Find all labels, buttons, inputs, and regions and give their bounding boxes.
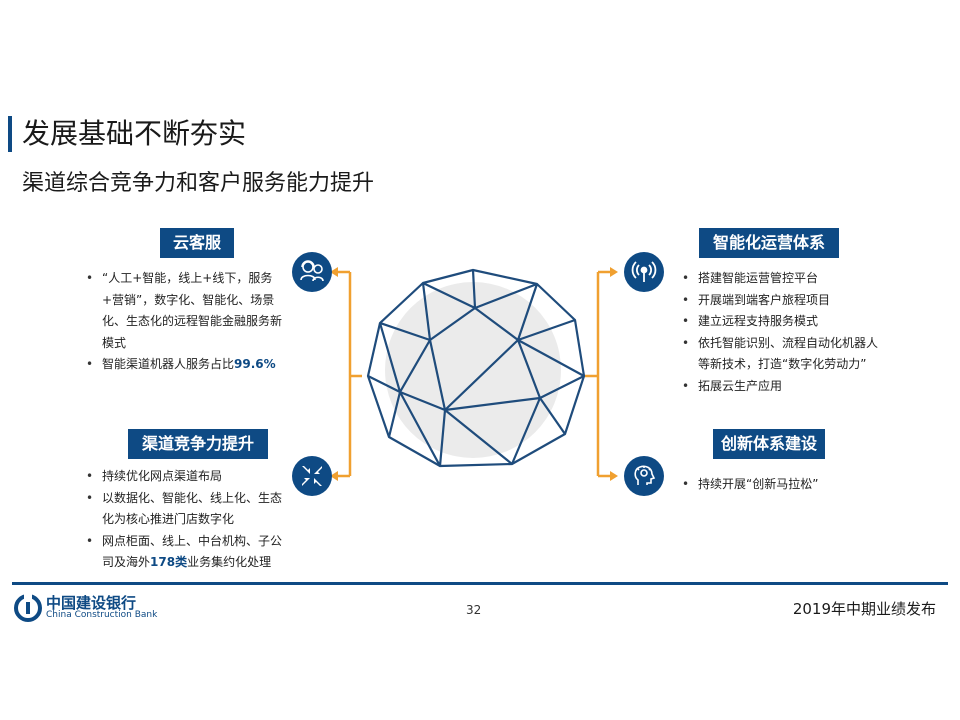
title-accent-bar [8, 116, 12, 152]
list-item: 依托智能识别、流程自动化机器人等新技术，打造“数字化劳动力” [680, 333, 888, 376]
customer-service-icon [292, 252, 332, 292]
report-title: 2019年中期业绩发布 [792, 600, 936, 618]
connector-left [336, 270, 362, 478]
converge-arrows-icon [292, 456, 332, 496]
section-label-operations: 智能化运营体系 [699, 228, 839, 258]
page-title: 发展基础不断夯实 [22, 117, 247, 150]
footer-divider [12, 582, 948, 585]
connector-arrowheads [330, 267, 618, 481]
list-item: “人工+智能，线上+线下，服务+营销”，数字化、智能化、场景化、生态化的远程智能… [84, 268, 290, 354]
list-item: 开展端到端客户旅程项目 [680, 290, 888, 312]
broadcast-icon [624, 252, 664, 292]
list-item: 网点柜面、线上、中台机构、子公司及海外178类业务集约化处理 [84, 531, 290, 574]
innovation-bullets: 持续开展“创新马拉松” [680, 474, 888, 496]
list-item: 持续开展“创新马拉松” [680, 474, 888, 496]
operations-bullets: 搭建智能运营管控平台 开展端到端客户旅程项目 建立远程支持服务模式 依托智能识别… [680, 268, 888, 397]
ccb-logo: 中国建设银行 China Construction Bank [14, 594, 157, 626]
connector-right [582, 270, 612, 478]
list-item: 持续优化网点渠道布局 [84, 466, 290, 488]
highlight-value: 99.6% [234, 357, 276, 371]
logo-text-en: China Construction Bank [46, 610, 158, 620]
page-subtitle: 渠道综合竞争力和客户服务能力提升 [22, 171, 375, 196]
ccb-logo-icon [14, 594, 42, 622]
page-number: 32 [466, 603, 482, 617]
list-item: 拓展云生产应用 [680, 376, 888, 398]
polyhedron-wireframe [366, 268, 586, 468]
cloud-service-bullets: “人工+智能，线上+线下，服务+营销”，数字化、智能化、场景化、生态化的远程智能… [84, 268, 290, 376]
lightbulb-head-icon [624, 456, 664, 496]
list-item: 搭建智能运营管控平台 [680, 268, 888, 290]
list-item: 以数据化、智能化、线上化、生态化为核心推进门店数字化 [84, 488, 290, 531]
highlight-value: 178类 [150, 555, 188, 569]
section-label-cloud-service: 云客服 [160, 228, 234, 258]
channel-bullets: 持续优化网点渠道布局 以数据化、智能化、线上化、生态化为核心推进门店数字化 网点… [84, 466, 290, 574]
section-label-innovation: 创新体系建设 [713, 429, 825, 459]
logo-text-cn: 中国建设银行 [46, 594, 137, 612]
list-item: 智能渠道机器人服务占比99.6% [84, 354, 290, 376]
list-item: 建立远程支持服务模式 [680, 311, 888, 333]
section-label-channel: 渠道竞争力提升 [128, 429, 268, 459]
connector-lines [336, 270, 612, 478]
